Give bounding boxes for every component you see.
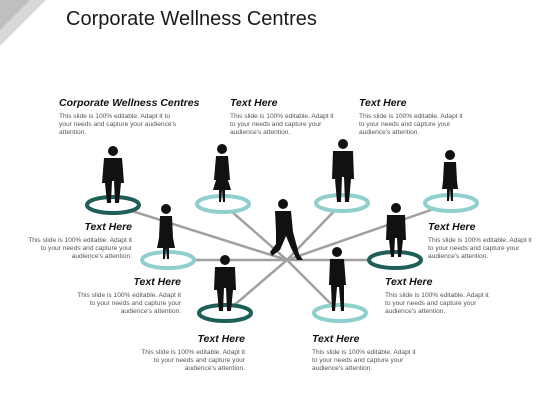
block-heading: Text Here xyxy=(230,97,278,109)
platform-ellipse xyxy=(367,250,423,270)
block-heading: Text Here xyxy=(312,333,360,345)
person-silhouette-icon xyxy=(332,139,354,202)
block-heading: Text Here xyxy=(84,221,132,233)
block-body: This slide is 100% editable. Adapt it to… xyxy=(428,237,532,261)
block-body: This slide is 100% editable. Adapt it to… xyxy=(141,349,245,373)
block-body: This slide is 100% editable. Adapt it to… xyxy=(385,292,489,316)
block-heading: Corporate Wellness Centres xyxy=(59,97,200,109)
connector-line xyxy=(286,201,452,262)
platform-ellipse xyxy=(85,195,141,215)
connector-line xyxy=(112,203,288,262)
block-body: This slide is 100% editable. Adapt it to… xyxy=(28,237,132,261)
person-silhouette-icon xyxy=(214,255,236,311)
central-person-silhouette-icon xyxy=(270,199,303,260)
block-body: This slide is 100% editable. Adapt it to… xyxy=(59,113,177,137)
person-silhouette-icon xyxy=(386,203,406,257)
block-heading: Text Here xyxy=(359,97,407,109)
block-body: This slide is 100% editable. Adapt it to… xyxy=(77,292,181,316)
platform-ellipse xyxy=(197,303,253,323)
person-silhouette-icon xyxy=(102,146,124,203)
block-heading: Text Here xyxy=(385,276,433,288)
platform-ellipse xyxy=(314,193,370,213)
slide-title: Corporate Wellness Centres xyxy=(66,8,317,30)
platform-ellipse xyxy=(312,303,368,323)
block-heading: Text Here xyxy=(428,221,476,233)
block-heading: Text Here xyxy=(133,276,181,288)
person-silhouette-icon xyxy=(329,247,346,311)
person-silhouette-icon xyxy=(213,144,231,202)
person-silhouettes xyxy=(102,139,458,311)
person-silhouette-icon xyxy=(442,150,458,201)
block-heading: Text Here xyxy=(197,333,245,345)
person-silhouette-icon xyxy=(157,204,175,259)
block-body: This slide is 100% editable. Adapt it to… xyxy=(230,113,334,137)
block-body: This slide is 100% editable. Adapt it to… xyxy=(312,349,416,373)
block-body: This slide is 100% editable. Adapt it to… xyxy=(359,113,463,137)
corner-decoration-inner xyxy=(0,0,30,30)
